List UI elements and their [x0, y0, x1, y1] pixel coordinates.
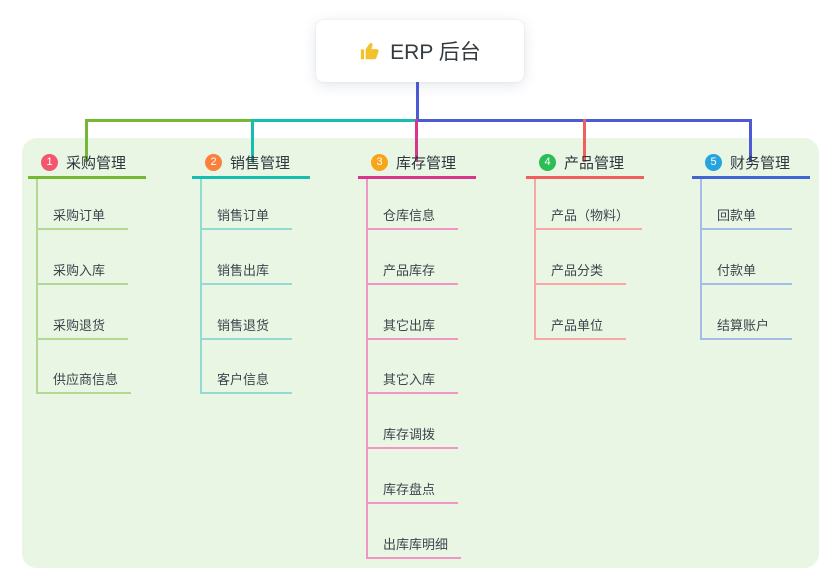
- child-node[interactable]: 供应商信息: [36, 367, 132, 394]
- branch-badge: 4: [539, 153, 556, 171]
- bus-segment-green: [85, 119, 251, 122]
- child-node[interactable]: 回款单: [700, 203, 792, 230]
- child-node[interactable]: 付款单: [700, 258, 792, 285]
- branch-underline: [358, 176, 476, 179]
- child-node[interactable]: 库存盘点: [366, 477, 458, 504]
- child-node[interactable]: 产品分类: [534, 258, 626, 285]
- branch-underline: [526, 176, 644, 179]
- children-vertical-line: [700, 179, 702, 340]
- child-node[interactable]: 采购退货: [36, 313, 128, 340]
- children-vertical-line: [366, 179, 368, 559]
- child-node[interactable]: 结算账户: [700, 313, 792, 340]
- branch-drop-line: [583, 119, 586, 162]
- branch-underline: [192, 176, 310, 179]
- root-label: ERP 后台: [390, 41, 481, 64]
- branch-drop-line: [415, 119, 418, 162]
- branch-badge: 5: [705, 153, 722, 171]
- children-vertical-line: [200, 179, 202, 394]
- child-node[interactable]: 出库库明细: [366, 532, 462, 559]
- branch-underline: [692, 176, 810, 179]
- root-stem-line: [416, 82, 419, 122]
- child-node[interactable]: 产品（物料）: [534, 203, 643, 230]
- branch-underline: [28, 176, 146, 179]
- branch-label: 财务管理: [730, 154, 791, 172]
- children-vertical-line: [36, 179, 38, 394]
- child-node[interactable]: 仓库信息: [366, 203, 458, 230]
- root-node[interactable]: ERP 后台: [316, 20, 524, 82]
- bus-segment-teal: [251, 119, 415, 122]
- thumbs-up-icon: [359, 40, 381, 62]
- child-node[interactable]: 销售订单: [200, 203, 292, 230]
- child-node[interactable]: 客户信息: [200, 367, 292, 394]
- children-vertical-line: [534, 179, 536, 340]
- branches-panel: [22, 138, 819, 568]
- child-node[interactable]: 采购入库: [36, 258, 128, 285]
- branch-label: 销售管理: [230, 154, 291, 172]
- child-node[interactable]: 销售退货: [200, 313, 292, 340]
- branch-drop-line: [749, 119, 752, 162]
- branch-node-2[interactable]: 2 销售管理: [205, 149, 290, 175]
- branch-badge: 3: [371, 153, 388, 171]
- branch-node-3[interactable]: 3 库存管理: [371, 149, 456, 175]
- child-node[interactable]: 采购订单: [36, 203, 128, 230]
- branch-drop-line: [85, 119, 88, 162]
- branch-node-4[interactable]: 4 产品管理: [539, 149, 624, 175]
- child-node[interactable]: 其它出库: [366, 313, 458, 340]
- child-node[interactable]: 其它入库: [366, 367, 458, 394]
- child-node[interactable]: 产品单位: [534, 313, 626, 340]
- branch-drop-line: [251, 119, 254, 162]
- branch-badge: 1: [41, 153, 58, 171]
- branch-label: 产品管理: [564, 154, 625, 172]
- branch-badge: 2: [205, 153, 222, 171]
- child-node[interactable]: 产品库存: [366, 258, 458, 285]
- branch-label: 采购管理: [66, 154, 127, 172]
- child-node[interactable]: 销售出库: [200, 258, 292, 285]
- branch-label: 库存管理: [396, 154, 457, 172]
- branch-node-1[interactable]: 1 采购管理: [41, 149, 126, 175]
- branch-node-5[interactable]: 5 财务管理: [705, 149, 790, 175]
- child-node[interactable]: 库存调拨: [366, 422, 458, 449]
